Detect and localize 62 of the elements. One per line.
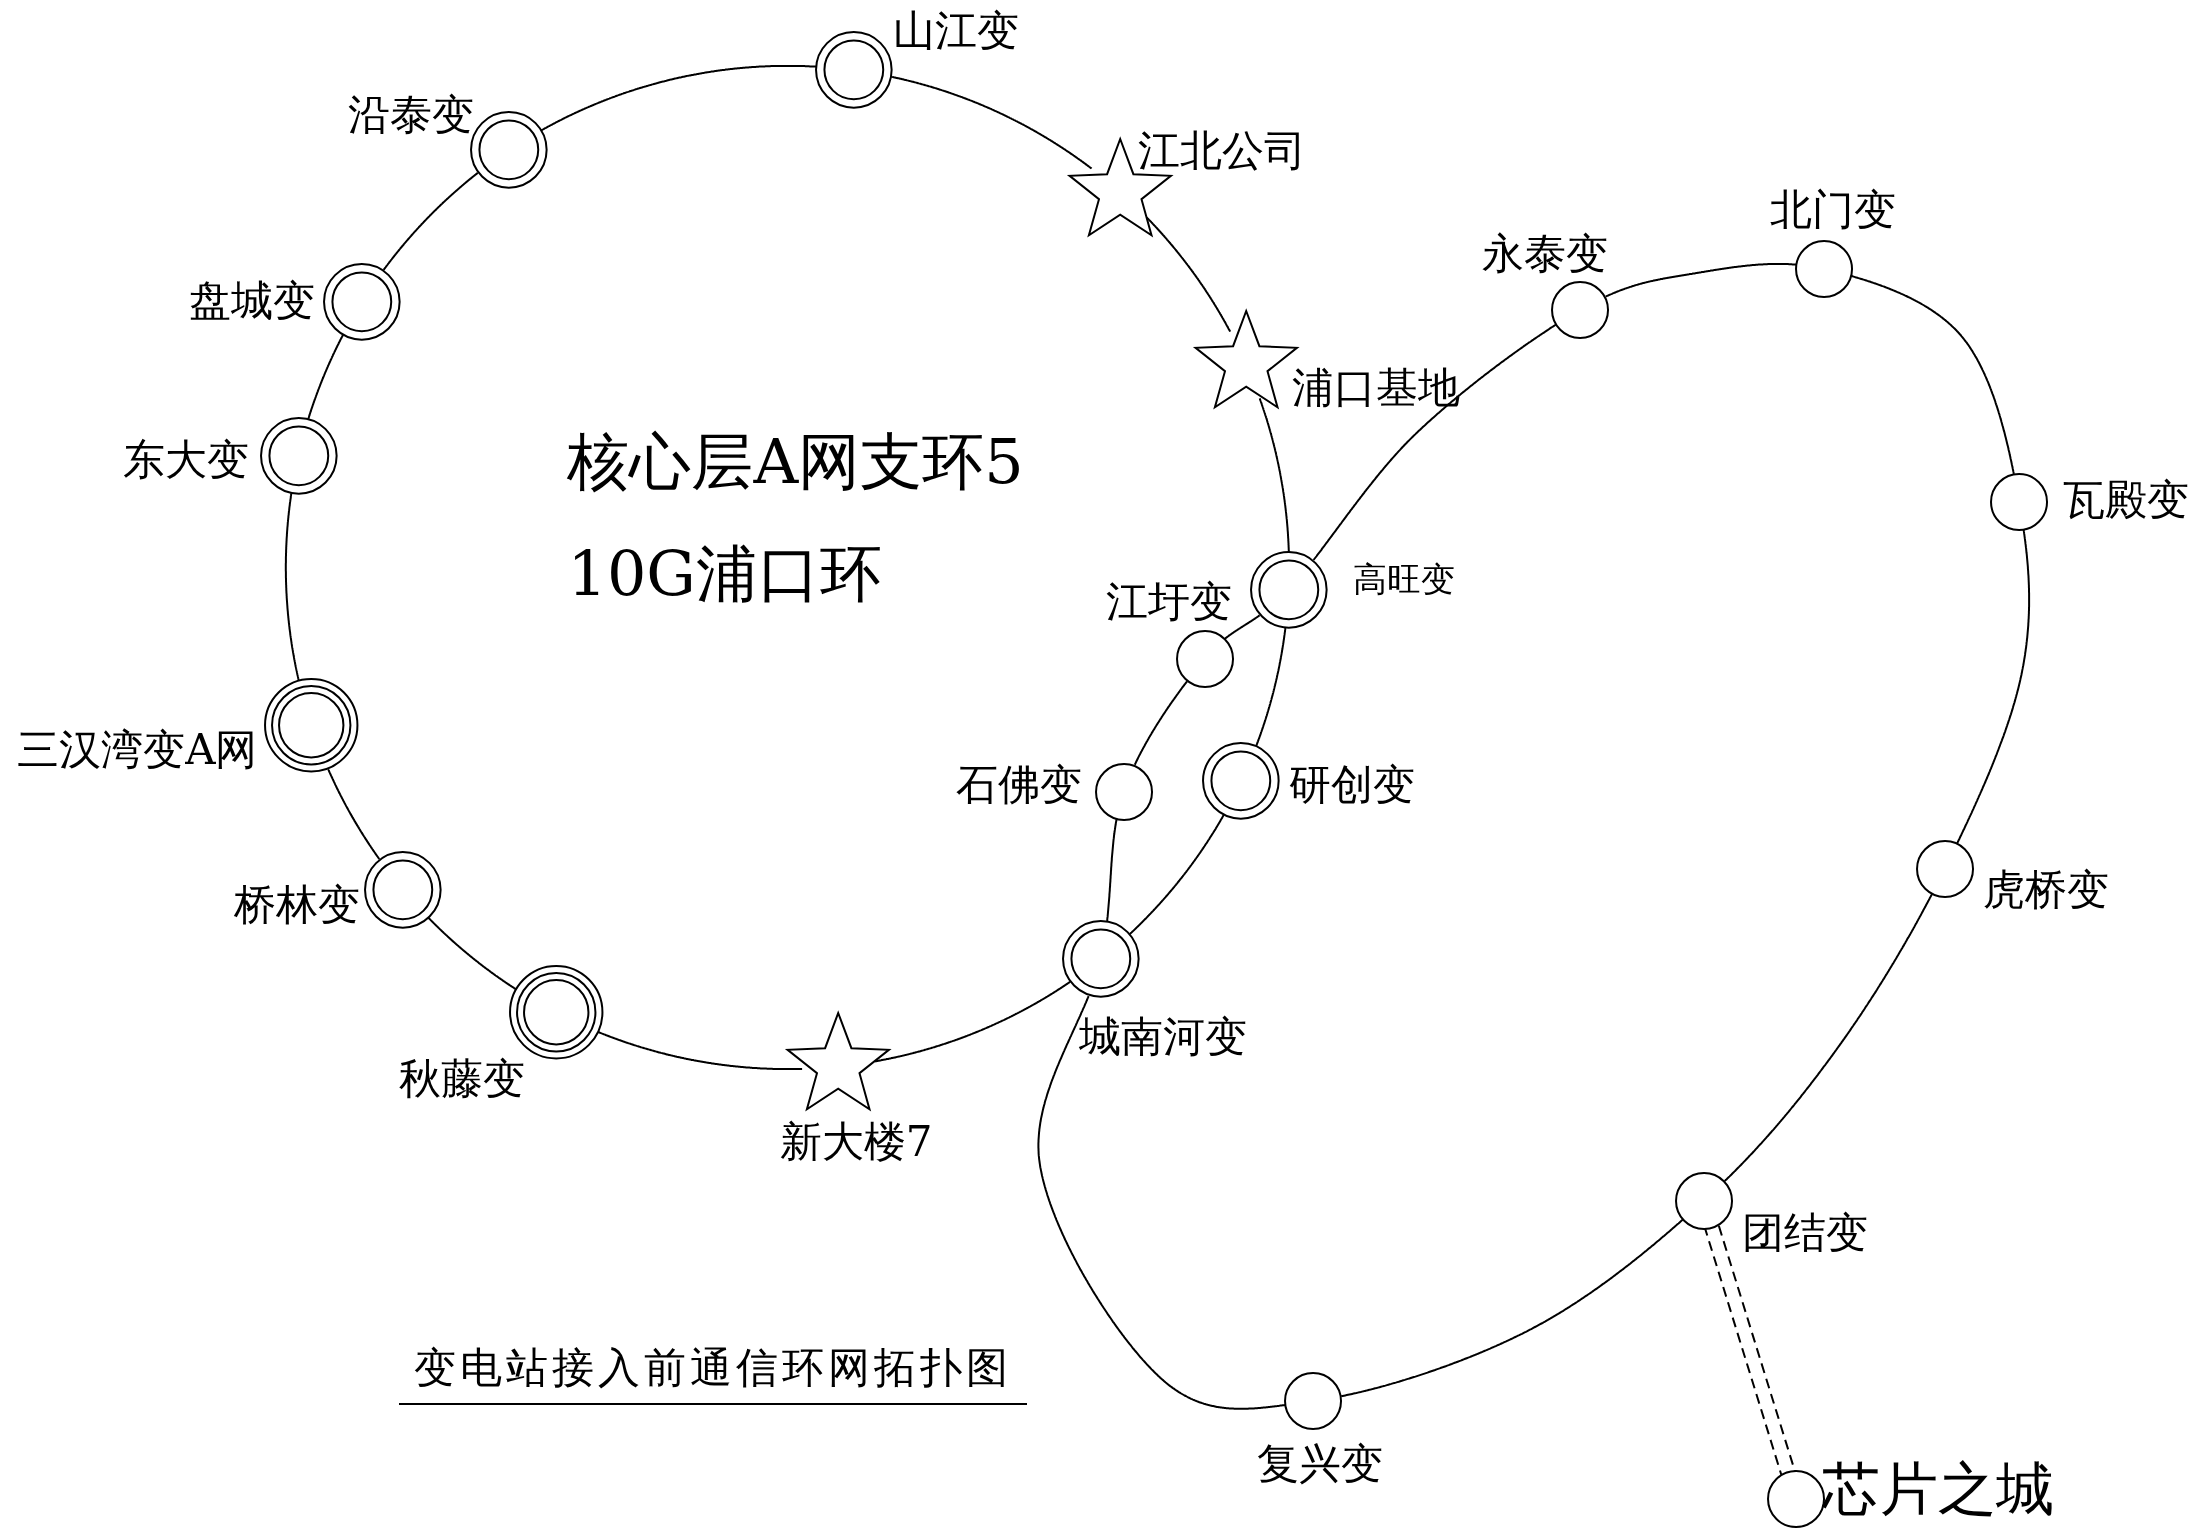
station-circle xyxy=(258,415,339,496)
station-label: 浦口基地 xyxy=(1291,367,1460,410)
ring-title: 10G浦口环 xyxy=(567,543,882,606)
station-label: 江圩变 xyxy=(1105,581,1232,624)
station-circle xyxy=(1550,279,1611,340)
station-circle xyxy=(1174,628,1235,689)
ring-link xyxy=(1723,892,1933,1183)
station-label: 虎桥变 xyxy=(1982,868,2109,911)
station-label: 新大楼7 xyxy=(779,1120,933,1163)
station-label: 团结变 xyxy=(1741,1212,1868,1254)
station-label: 沿泰变 xyxy=(347,93,474,136)
station-circle xyxy=(1201,741,1282,821)
ring-link xyxy=(327,768,381,861)
ring-link xyxy=(1224,614,1261,640)
ring-link xyxy=(1956,528,2031,845)
station-circle xyxy=(322,261,402,342)
station-label: 三汉湾变A网 xyxy=(17,728,258,771)
station-label: 桥林变 xyxy=(234,884,361,927)
station-circle xyxy=(1794,239,1855,299)
station-label: 永泰变 xyxy=(1482,232,1609,275)
ring-link xyxy=(890,75,1093,170)
station-label: 山江变 xyxy=(892,9,1019,52)
caption: 变电站接入前通信环网拓扑图 xyxy=(399,1345,1027,1406)
station-label: 东大变 xyxy=(123,438,250,481)
station-circle xyxy=(1282,1371,1343,1432)
ring-link xyxy=(597,1031,804,1071)
station-label: 高旺变 xyxy=(1352,561,1455,596)
ring-link xyxy=(1037,995,1286,1410)
station-label: 城南河变 xyxy=(1078,1015,1247,1058)
station-circle xyxy=(362,849,443,930)
station-label: 北门变 xyxy=(1769,189,1896,232)
ring-link xyxy=(1850,275,2015,475)
station-label: 盘城变 xyxy=(189,280,316,323)
ring-link xyxy=(427,916,517,991)
station-circle xyxy=(1673,1170,1734,1231)
station-circle xyxy=(814,30,894,111)
station-label: 江北公司 xyxy=(1137,130,1306,173)
station-circle xyxy=(1248,550,1329,630)
station-label: 研创变 xyxy=(1289,763,1416,806)
ring-link xyxy=(873,980,1072,1063)
ring-link xyxy=(307,333,345,420)
station-circle xyxy=(1093,761,1154,822)
ring-link xyxy=(1133,680,1189,766)
ring-link xyxy=(382,171,479,271)
station-circle xyxy=(1060,919,1141,999)
ring-link xyxy=(1340,1218,1684,1398)
station-label: 石佛变 xyxy=(955,763,1082,806)
station-circle xyxy=(263,677,360,774)
ring-link xyxy=(1312,323,1558,561)
ring-link xyxy=(1258,397,1290,553)
station-label: 复兴变 xyxy=(1256,1443,1383,1486)
ring-link xyxy=(284,492,300,682)
station-circle xyxy=(1914,838,1975,899)
station-label: 秋藤变 xyxy=(399,1057,526,1100)
ring-link xyxy=(1128,814,1225,936)
ring-link xyxy=(1255,627,1287,747)
station-circle xyxy=(1989,471,2050,532)
ring-title: 核心层A网支环5 xyxy=(567,431,1024,494)
ring-link xyxy=(1604,262,1797,298)
station-label: 芯片之城 xyxy=(1821,1460,2054,1519)
station-label: 瓦殿变 xyxy=(2062,479,2189,522)
ring-link xyxy=(1106,818,1118,923)
